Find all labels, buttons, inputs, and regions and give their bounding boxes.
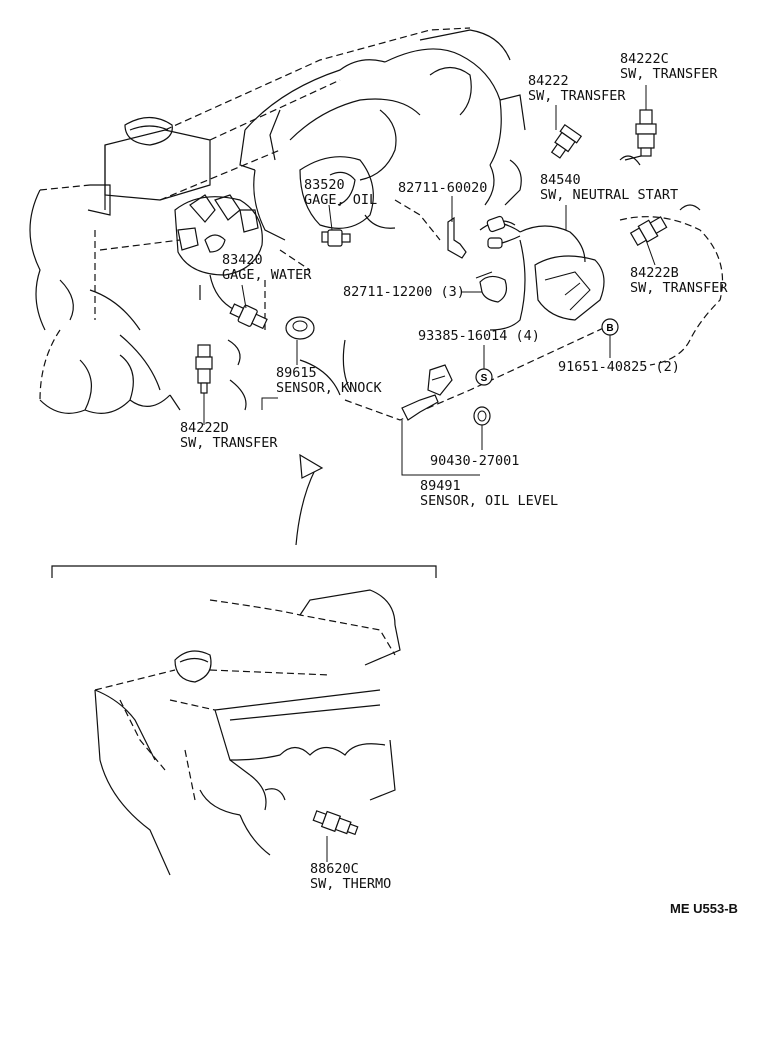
b-marker: B xyxy=(601,318,619,336)
s-marker-letter: S xyxy=(481,373,488,384)
engine-upper-outline xyxy=(29,27,724,421)
part-number: 90430-27001 xyxy=(430,453,520,469)
label-90430: 90430-27001 xyxy=(430,454,519,469)
diagram-code: ME U553-B xyxy=(670,901,738,916)
part-number: 88620C xyxy=(310,861,359,877)
gasket-90430-icon xyxy=(473,406,491,426)
neutral-start-switch-84540-icon xyxy=(486,215,605,321)
part-name: GAGE, OIL xyxy=(304,192,378,208)
part-number: 84222 xyxy=(528,73,569,89)
part-number: 84222D xyxy=(180,420,229,436)
part-name: SW, TRANSFER xyxy=(180,435,278,451)
knock-sensor-89615-icon xyxy=(285,316,315,340)
label-84540: 84540 SW, NEUTRAL START xyxy=(540,173,678,203)
part-name: SENSOR, OIL LEVEL xyxy=(420,493,559,509)
label-82711-60020: 82711-60020 xyxy=(398,181,487,196)
clamp-82711-12200-icon xyxy=(475,271,508,303)
switch-84222C-icon xyxy=(635,109,657,157)
switch-84222B-icon xyxy=(629,216,668,247)
label-84222C: 84222C SW, TRANSFER xyxy=(620,52,718,82)
part-name: SENSOR, KNOCK xyxy=(276,380,382,396)
part-number: 82711-12200 (3) xyxy=(343,284,465,300)
part-name: SW, TRANSFER xyxy=(620,66,718,82)
part-number: 91651-40825 (2) xyxy=(558,359,680,375)
label-89491: 89491 SENSOR, OIL LEVEL xyxy=(420,479,558,509)
label-84222B: 84222B SW, TRANSFER xyxy=(630,266,728,296)
b-marker-letter: B xyxy=(606,323,613,334)
part-name: GAGE, WATER xyxy=(222,267,312,283)
bracket-82711-60020-icon xyxy=(447,216,467,259)
part-number: 89615 xyxy=(276,365,317,381)
part-number: 82711-60020 xyxy=(398,180,488,196)
part-name: SW, NEUTRAL START xyxy=(540,187,679,203)
part-number: 83520 xyxy=(304,177,345,193)
label-91651: 91651-40825 (2) xyxy=(558,360,680,375)
water-gage-83420-icon xyxy=(229,303,268,330)
label-88620C: 88620C SW, THERMO xyxy=(310,862,391,892)
label-82711-12200: 82711-12200 (3) xyxy=(343,285,465,300)
part-number: 84540 xyxy=(540,172,581,188)
label-84222: 84222 SW, TRANSFER xyxy=(528,74,626,104)
label-89615: 89615 SENSOR, KNOCK xyxy=(276,366,382,396)
switch-84222-icon xyxy=(550,123,583,159)
label-83520: 83520 GAGE, OIL xyxy=(304,178,377,208)
switch-84222D-icon xyxy=(195,344,213,394)
lower-detail-view xyxy=(51,565,437,876)
part-number: 84222B xyxy=(630,265,679,281)
part-name: SW, TRANSFER xyxy=(630,280,728,296)
thermo-switch-88620C-icon xyxy=(312,810,359,836)
label-84222D: 84222D SW, TRANSFER xyxy=(180,421,278,451)
s-marker: S xyxy=(475,368,493,386)
part-number: 83420 xyxy=(222,252,263,268)
label-83420: 83420 GAGE, WATER xyxy=(222,253,311,283)
part-number: 84222C xyxy=(620,51,669,67)
part-name: SW, THERMO xyxy=(310,876,392,892)
label-93385: 93385-16014 (4) xyxy=(418,329,540,344)
oil-gage-83520-icon xyxy=(321,229,351,247)
part-number: 89491 xyxy=(420,478,461,494)
oil-level-sensor-89491-icon xyxy=(401,364,453,421)
part-number: 93385-16014 (4) xyxy=(418,328,540,344)
up-arrow-icon xyxy=(295,453,324,546)
part-name: SW, TRANSFER xyxy=(528,88,626,104)
